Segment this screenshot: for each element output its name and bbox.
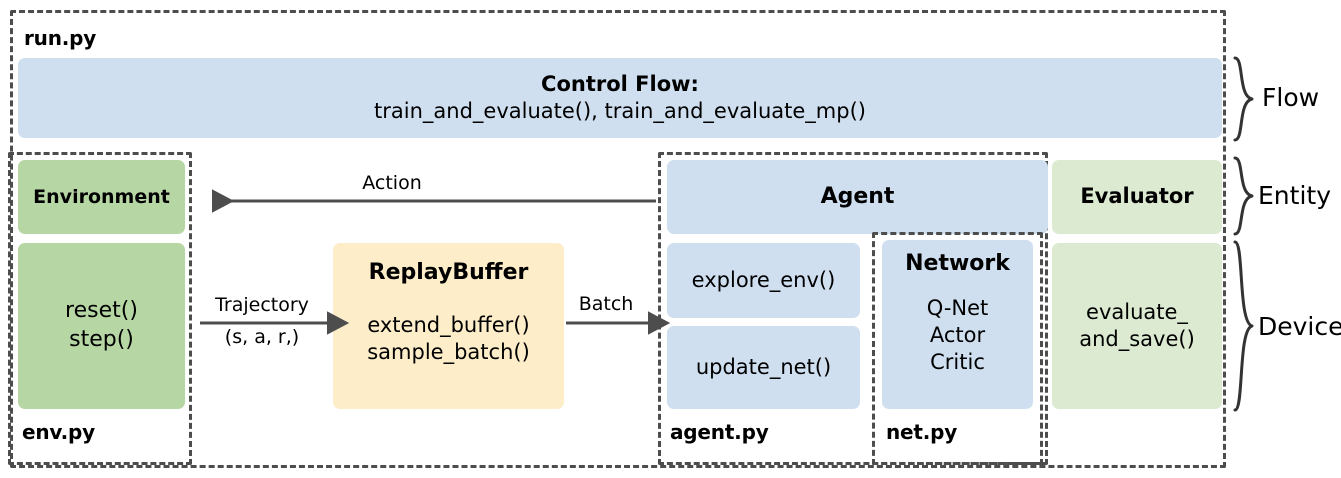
- node-control-flow-title: Control Flow:: [541, 71, 699, 96]
- node-replay-buffer-extend: extend_buffer(): [367, 312, 530, 337]
- node-agent-title: Agent: [820, 183, 895, 209]
- node-environment-title: Environment: [33, 185, 170, 208]
- brace-entity: [1233, 156, 1254, 236]
- brace-flow: [1233, 56, 1254, 142]
- brace-entity-label: Entity: [1258, 181, 1331, 210]
- arrow-batch-label: Batch: [578, 293, 634, 315]
- node-evaluator-title: Evaluator: [1080, 184, 1194, 209]
- container-agent-py-label: agent.py: [670, 420, 769, 444]
- node-network-actor: Actor: [929, 322, 986, 347]
- brace-device-label: Device: [1258, 312, 1341, 341]
- node-replay-buffer[interactable]: ReplayBuffer extend_buffer() sample_batc…: [333, 243, 564, 409]
- arrow-trajectory-label-top: Trajectory: [215, 294, 309, 316]
- node-explore-env[interactable]: explore_env(): [667, 243, 860, 318]
- node-evaluator[interactable]: Evaluator: [1052, 160, 1222, 234]
- node-network[interactable]: Network Q-Net Actor Critic: [882, 240, 1033, 409]
- node-update-net-label: update_net(): [695, 354, 832, 379]
- node-environment[interactable]: Environment: [18, 160, 185, 234]
- node-control-flow[interactable]: Control Flow: train_and_evaluate(), trai…: [18, 58, 1222, 138]
- node-network-title: Network: [905, 251, 1010, 276]
- container-env-py: [8, 152, 192, 465]
- node-network-qnet: Q-Net: [926, 295, 989, 320]
- node-network-critic: Critic: [930, 350, 985, 375]
- node-env-methods[interactable]: reset() step(): [18, 243, 185, 409]
- node-replay-buffer-title: ReplayBuffer: [368, 260, 529, 285]
- node-update-net[interactable]: update_net(): [667, 326, 860, 409]
- container-run-py: [10, 10, 1226, 468]
- node-evaluate-and-save[interactable]: evaluate_ and_save(): [1052, 243, 1222, 409]
- node-replay-buffer-sample: sample_batch(): [367, 339, 530, 364]
- node-env-methods-step: step(): [69, 327, 134, 352]
- container-agent-py: [658, 152, 1048, 465]
- node-control-flow-methods: train_and_evaluate(), train_and_evaluate…: [374, 99, 866, 123]
- arrow-action-label: Action: [362, 172, 422, 194]
- node-env-methods-reset: reset(): [65, 298, 138, 324]
- container-env-py-label: env.py: [22, 420, 95, 444]
- container-net-py: [872, 232, 1043, 465]
- container-net-py-label: net.py: [886, 420, 958, 444]
- node-evaluate-and-save-line2: and_save(): [1079, 327, 1195, 351]
- node-evaluate-and-save-line1: evaluate_: [1086, 299, 1188, 324]
- brace-flow-label: Flow: [1262, 83, 1320, 112]
- container-run-py-label: run.py: [24, 26, 97, 50]
- arrow-trajectory-label-bottom: (s, a, r,): [224, 326, 300, 348]
- brace-device: [1233, 240, 1254, 412]
- node-agent[interactable]: Agent: [667, 160, 1048, 234]
- node-explore-env-label: explore_env(): [691, 267, 836, 292]
